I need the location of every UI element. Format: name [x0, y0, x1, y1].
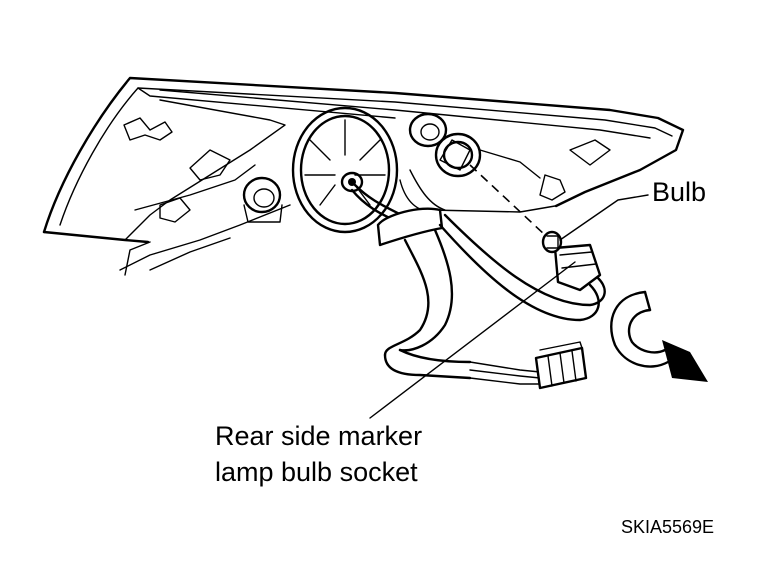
removal-path-dashed-line — [469, 164, 546, 236]
upper-socket-bosses — [408, 112, 482, 178]
socket-label-line-1: Rear side marker — [215, 421, 423, 451]
bulb-leader-line — [559, 194, 649, 241]
left-socket-boss — [242, 176, 283, 223]
lamp-housing — [42, 76, 685, 276]
socket-label: Rear side marker lamp bulb socket — [215, 418, 422, 490]
figure-code: SKIA5569E — [621, 517, 715, 537]
main-reflector-socket — [291, 106, 399, 234]
wiring-harness — [350, 169, 606, 385]
harness-connector — [534, 341, 588, 390]
bulb-label: Bulb — [652, 177, 707, 207]
rotation-arrow-icon — [610, 290, 708, 382]
socket-leader-line — [369, 261, 576, 419]
bulb-socket — [541, 230, 602, 292]
socket-label-line-2: lamp bulb socket — [215, 457, 418, 487]
